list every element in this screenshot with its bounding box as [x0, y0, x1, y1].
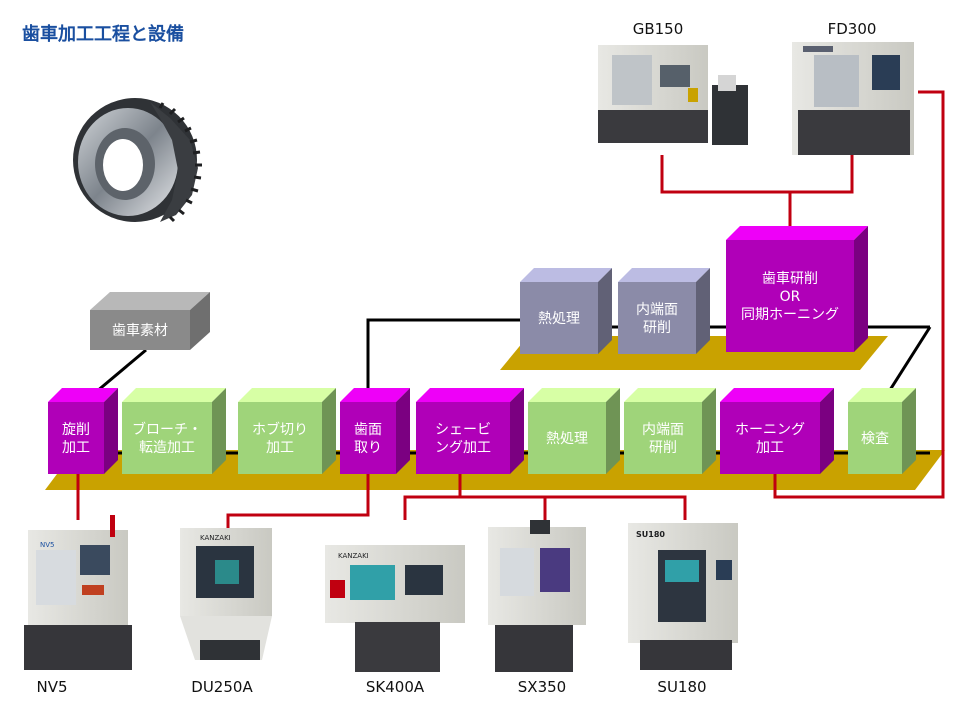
machine-fd300: FD300 [792, 20, 914, 155]
machine-label-gb150: GB150 [633, 20, 684, 38]
su180-badge: SU180 [636, 530, 665, 539]
process-box-3-label1: ホブ切り [252, 421, 308, 438]
process-box-8-label1: ホーニング [735, 422, 805, 438]
process-box-7-label1: 内端面 [642, 422, 684, 438]
process-box-9-label1: 検査 [861, 431, 889, 447]
machine-label-sk400a: SK400A [366, 678, 425, 696]
upper-box-3-label1: 歯車研削 [762, 270, 818, 287]
process-box-4-label2: 取り [354, 440, 382, 456]
process-box-2-label2: 転造加工 [139, 440, 195, 456]
process-box-3-label2: 加工 [266, 440, 294, 456]
machine-nv5: NV5 NV5 [24, 515, 132, 696]
machine-sk400a: KANZAKI SK400A [325, 545, 465, 696]
process-row: 旋削加工ブローチ・転造加工ホブ切り加工歯面取りシェービング加工熱処理内端面研削ホ… [48, 388, 916, 474]
blank-label: 歯車素材 [112, 322, 168, 339]
machine-du250a: KANZAKI DU250A [180, 528, 272, 696]
process-box-8-label2: 加工 [756, 440, 784, 456]
upper-box-2-label2: 研削 [643, 320, 671, 336]
blank-box: 歯車素材 [90, 292, 210, 350]
process-box-1-label1: 旋削 [62, 422, 90, 438]
machine-label-du250a: DU250A [191, 678, 253, 696]
process-box-2-label1: ブローチ・ [132, 421, 202, 438]
sk400a-badge: KANZAKI [338, 552, 369, 560]
process-box-5-label2: ング加工 [435, 440, 491, 456]
upper-box-1: 熱処理 [520, 268, 612, 354]
machine-label-sx350: SX350 [518, 678, 566, 696]
process-box-6-label1: 熱処理 [546, 431, 588, 447]
process-box-7-label2: 研削 [649, 440, 677, 456]
nv5-badge: NV5 [40, 541, 54, 549]
machine-sx350: SX350 [488, 520, 586, 696]
process-box-4-label1: 歯面 [354, 422, 382, 438]
process-box-1-label2: 加工 [62, 440, 90, 456]
machine-gb150: GB150 [598, 20, 748, 145]
process-box-9: 検査 [848, 388, 916, 474]
process-box-5-label1: シェービ [435, 422, 491, 438]
du250a-badge: KANZAKI [200, 534, 231, 542]
upper-box-3-label2: OR [780, 289, 801, 305]
page-title: 歯車加工工程と設備 [22, 24, 184, 45]
process-box-6: 熱処理 [528, 388, 620, 474]
upper-box-1-label1: 熱処理 [538, 311, 580, 327]
upper-box-3-label3: 同期ホーニング [741, 307, 839, 323]
machine-label-fd300: FD300 [828, 20, 877, 38]
equipment-lines [76, 90, 945, 528]
machine-label-nv5: NV5 [36, 678, 67, 696]
process-box-2: ブローチ・転造加工 [122, 388, 226, 474]
gear-image [73, 98, 202, 223]
upper-box-3: 歯車研削 OR 同期ホーニング [726, 226, 868, 352]
upper-box-2-label1: 内端面 [636, 302, 678, 318]
machine-label-su180: SU180 [657, 678, 706, 696]
machine-su180: SU180 SU180 [628, 523, 738, 696]
